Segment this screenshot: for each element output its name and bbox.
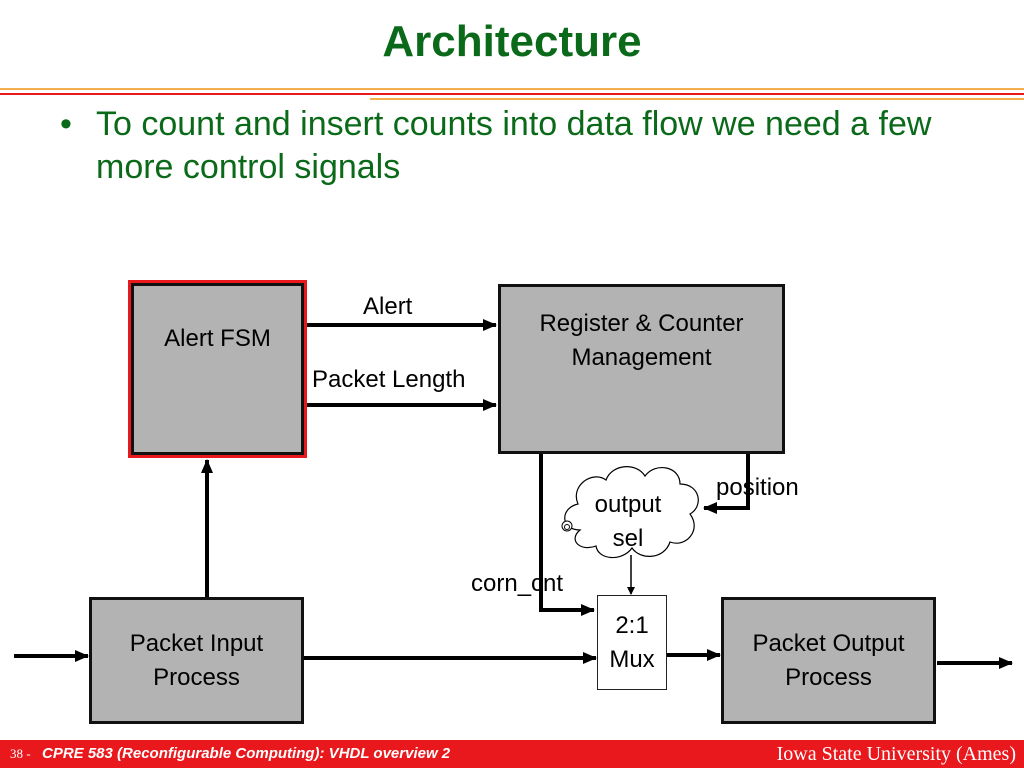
register-counter-block: Register & Counter Management (498, 284, 785, 454)
slide-title: Architecture (382, 17, 642, 66)
title-rule-bottom (370, 98, 1024, 100)
bullet-text: To count and insert counts into data flo… (96, 105, 932, 186)
slide-number: 38 - (10, 746, 31, 761)
packet-input-block: Packet Input Process (89, 597, 304, 724)
footer-bar: 38 - CPRE 583 (Reconfigurable Computing)… (0, 740, 1024, 768)
packet-length-signal-label: Packet Length (312, 366, 466, 393)
mux-block: 2:1 Mux (597, 595, 667, 690)
cloud-puff-tiny (564, 524, 570, 530)
output-sel-cloud (564, 466, 699, 559)
count-wire (539, 453, 595, 616)
position-signal-label: position (716, 474, 799, 501)
course-title: CPRE 583 (Reconfigurable Computing): VHD… (42, 745, 451, 762)
title-rule-top (0, 88, 1024, 90)
bullet-marker: • (60, 105, 72, 143)
school-name: Iowa State University (Ames) (776, 743, 1016, 765)
mux-label: 2:1 Mux (609, 611, 655, 673)
register-counter-label: Register & Counter Management (539, 310, 744, 371)
output-sel-label: output sel (594, 491, 662, 552)
packet-input-label: Packet Input Process (129, 629, 264, 691)
position-wire (703, 453, 750, 514)
alert-signal-label: Alert (363, 293, 413, 320)
packet-output-label: Packet Output Process (752, 629, 905, 691)
corn-cnt-signal-label: corn_cnt (471, 570, 564, 597)
alert-fsm-block: Alert FSM (128, 280, 307, 458)
packet-output-block: Packet Output Process (721, 597, 936, 724)
title-rule-mid (0, 93, 1024, 95)
alert-fsm-label: Alert FSM (164, 325, 271, 352)
